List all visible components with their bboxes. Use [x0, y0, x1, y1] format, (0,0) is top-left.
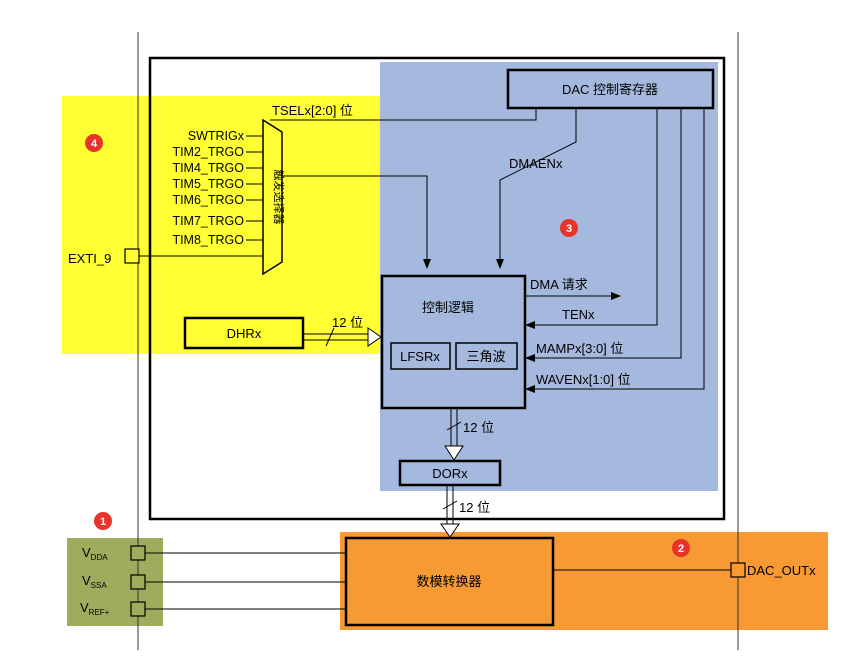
vdda-label: VDDA	[82, 545, 108, 562]
badge-4: 4	[85, 134, 103, 152]
dmaen-label: DMAENx	[509, 156, 563, 171]
vdda-pin	[130, 545, 146, 561]
lfsr-box	[390, 342, 451, 370]
trigger-input: TIM8_TRGO	[172, 233, 244, 247]
control-logic-box	[380, 274, 527, 410]
dmaen-line	[496, 108, 577, 269]
dac-frame	[148, 56, 726, 521]
dma-request-label: DMA 请求	[530, 277, 588, 292]
vssa-pin	[130, 574, 146, 590]
tsel-label: TSELx[2:0] 位	[272, 103, 353, 118]
waven-label: WAVENx[1:0] 位	[536, 372, 631, 387]
converter-box	[344, 536, 555, 627]
dor-box	[398, 459, 502, 487]
dor-bits-label: 12 位	[459, 500, 490, 515]
triangle-label: 三角波	[466, 349, 505, 364]
vssa-label: VSSA	[82, 573, 107, 590]
svg-text:2: 2	[678, 543, 684, 555]
svg-text:4: 4	[91, 138, 98, 150]
control-register-label: DAC 控制寄存器	[562, 82, 658, 97]
trigger-input: TIM6_TRGO	[172, 193, 244, 207]
ten-label: TENx	[562, 307, 595, 322]
trigger-mux	[262, 118, 283, 276]
trigger-input: TIM4_TRGO	[172, 161, 244, 175]
dhr-label: DHRx	[227, 326, 262, 341]
mamp-label: MAMPx[3:0] 位	[536, 341, 623, 356]
badge-3: 3	[560, 219, 578, 237]
badge-1: 1	[94, 512, 112, 530]
trigger-input: TIM2_TRGO	[172, 145, 244, 159]
dac-out-label: DAC_OUTx	[747, 563, 816, 578]
control-register-box	[506, 68, 715, 110]
dhr-bus-arrow	[303, 327, 382, 347]
trigger-inputs: SWTRIGx TIM2_TRGO TIM4_TRGO TIM5_TRGO TI…	[172, 129, 263, 247]
vref-pin	[130, 601, 146, 617]
trigger-zone	[62, 96, 384, 354]
trigger-mux-label: 触发选择器	[272, 170, 286, 225]
badge-2: 2	[672, 539, 690, 557]
triangle-box	[455, 342, 518, 370]
dor-label: DORx	[432, 466, 468, 481]
dac-out-pin	[730, 562, 746, 578]
exti-label: EXTI_9	[68, 251, 111, 266]
mux-output-line	[282, 175, 431, 269]
svg-text:1: 1	[100, 516, 106, 528]
trigger-input: TIM5_TRGO	[172, 177, 244, 191]
mamp-line	[525, 108, 682, 362]
dhr-bits-label: 12 位	[332, 315, 363, 330]
tsel-line	[270, 108, 537, 121]
trigger-input: TIM7_TRGO	[172, 214, 244, 228]
logic-to-dor-bus	[444, 408, 464, 461]
ten-line	[525, 108, 658, 329]
exti-pin	[124, 248, 140, 264]
waven-line	[525, 108, 705, 393]
logic-bits-label: 12 位	[463, 420, 494, 435]
svg-text:3: 3	[566, 223, 572, 235]
dhr-box	[183, 316, 305, 350]
trigger-input: SWTRIGx	[188, 129, 245, 143]
converter-label: 数模转换器	[416, 574, 481, 589]
dor-to-converter-bus	[440, 485, 460, 538]
vref-label: VREF+	[80, 600, 110, 617]
control-logic-label: 控制逻辑	[422, 300, 474, 315]
power-pins: VDDA VSSA VREF+	[80, 545, 346, 617]
lfsr-label: LFSRx	[400, 349, 440, 364]
